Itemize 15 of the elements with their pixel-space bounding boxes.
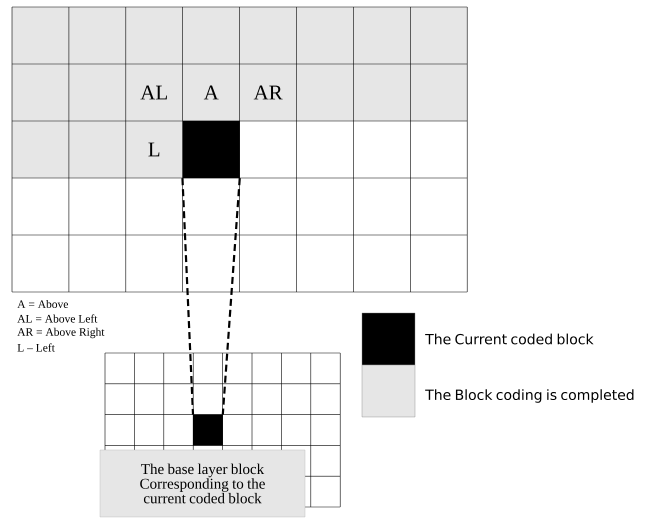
legend-note: A = Above (17, 300, 68, 308)
dashed-line (222, 178, 241, 414)
cell-label: A (204, 86, 219, 100)
text-box: The base layer block Corresponding to the current coded block (100, 450, 306, 518)
legend-note: L – Left (18, 343, 55, 352)
cell-label: AL (140, 86, 167, 100)
legend-label: The Current coded block (425, 334, 594, 344)
cell-label: AR (254, 86, 283, 100)
dashed-line (181, 178, 194, 414)
legend-note: AR = Above Right (17, 328, 104, 338)
block (182, 120, 240, 178)
block (193, 414, 223, 446)
legend-note: AL = Above Left (17, 314, 98, 323)
cell-label: L (148, 142, 160, 156)
legend-label: The Block coding is completed (425, 389, 634, 403)
